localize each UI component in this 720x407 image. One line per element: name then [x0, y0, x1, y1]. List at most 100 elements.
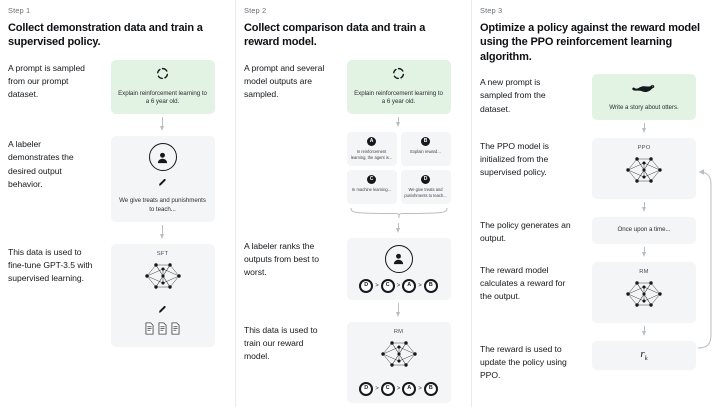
step-1-row-prompt: A prompt is sampled from our prompt data… — [8, 59, 225, 115]
output-text-c: In machine learning... — [351, 186, 392, 192]
neural-network-icon — [143, 259, 183, 298]
otter-icon — [632, 81, 656, 99]
spacer-caption — [8, 222, 94, 224]
flow-arrow-down-icon — [159, 117, 166, 133]
step-2-title: Collect comparison data and train a rewa… — [244, 21, 426, 49]
step-2-row-prompt: A prompt and several model outputs are s… — [244, 59, 461, 238]
step-2-art-rm: RM — [336, 321, 461, 403]
rank-badge-3: A — [402, 278, 417, 293]
rank-separator: > — [396, 282, 401, 289]
rank-separator: > — [375, 282, 379, 289]
model-output-a: A In reinforcement learning, the agent i… — [346, 132, 397, 166]
step-3-title: Optimize a policy against the reward mod… — [480, 21, 700, 63]
step-3-caption-output: The policy generates an output. — [480, 219, 571, 244]
reward-value-card: rk — [592, 340, 696, 371]
step-3-rows: A new prompt is sampled from the dataset… — [480, 74, 710, 383]
reward-formula: rk — [640, 348, 647, 363]
output-badge-b: B — [421, 137, 430, 147]
rank-separator: > — [375, 385, 379, 392]
step-1-caption-sft: This data is used to fine-tune GPT-3.5 w… — [8, 246, 93, 284]
step-3-row-ppo: The PPO model is initialized from the su… — [480, 137, 710, 217]
prompt-card-1: Explain reinforcement learning to a 6 ye… — [110, 59, 215, 115]
spacer-caption — [8, 114, 94, 116]
prompt-card-2: Explain reinforcement learning to a 6 ye… — [346, 59, 451, 115]
prompt-card-2-text: Explain reinforcement learning to a 6 ye… — [354, 89, 443, 106]
prompt-card-1-text: Explain reinforcement learning to a 6 ye… — [118, 89, 207, 106]
step-2-art-prompt: Explain reinforcement learning to a 6 ye… — [336, 59, 461, 238]
rank-badge-2: C — [380, 278, 395, 293]
step-3-row-output: The policy generates an output. Once upo… — [480, 216, 710, 262]
rm-label: RM — [393, 328, 404, 335]
step-1-arrow-row-2 — [8, 222, 225, 244]
document-icon — [170, 322, 181, 340]
rank-separator: > — [418, 385, 422, 392]
pencil-icon — [158, 174, 167, 192]
step-1-art-labeler: We give treats and punishments to teach.… — [100, 136, 225, 222]
prompt-card-3: Write a story about otters. — [592, 74, 696, 120]
document-icon — [157, 322, 168, 340]
ranking-sequence-rm: D > C > A > B — [359, 381, 438, 396]
flow-arrow-down-icon — [395, 117, 402, 129]
step-1-caption-labeler: A labeler demonstrates the desired outpu… — [8, 139, 74, 190]
labeler-card-1: We give treats and punishments to teach.… — [110, 136, 215, 222]
step-1-arrow-row-1 — [8, 114, 225, 136]
arrow-holder — [100, 222, 225, 244]
model-outputs-grid: A In reinforcement learning, the agent i… — [346, 132, 451, 204]
flow-arrow-down-icon — [395, 302, 402, 319]
step-2-row-rank: A labeler ranks the outputs from best to… — [244, 237, 461, 322]
model-output-b: B Explain reward... — [400, 132, 451, 166]
reward-model-card-3: RM — [592, 261, 696, 323]
output-badge-d: D — [421, 174, 430, 184]
flow-arrow-down-icon — [641, 122, 648, 135]
rank-separator: > — [396, 385, 401, 392]
flow-arrow-down-icon — [395, 222, 402, 235]
rank-badge-2: C — [380, 381, 395, 396]
merge-brace-icon — [347, 207, 451, 220]
rm-label-3: RM — [639, 268, 649, 275]
reward-model-card: RM — [346, 321, 451, 403]
step-3-row-prompt: A new prompt is sampled from the dataset… — [480, 74, 710, 138]
neural-network-icon — [624, 153, 664, 192]
step-3-caption-rm: The reward model calculates a reward for… — [480, 264, 566, 302]
documents-group — [144, 322, 181, 340]
model-output-d: D We give treats and punishments to teac… — [400, 169, 451, 204]
step-3-kicker: Step 3 — [480, 6, 503, 15]
step-1-column: Step 1 Collect demonstration data and tr… — [0, 0, 235, 407]
neural-network-icon — [624, 277, 664, 316]
output-badge-c: C — [367, 174, 376, 184]
step-3-art-rm: RM — [578, 261, 710, 341]
rank-badge-3: A — [402, 381, 417, 396]
output-text-b: Explain reward... — [410, 149, 441, 155]
generated-output-text: Once upon a time... — [617, 225, 671, 233]
rank-separator: > — [418, 282, 422, 289]
ppo-model-card: PPO — [592, 137, 696, 199]
step-1-row-labeler: A labeler demonstrates the desired outpu… — [8, 136, 225, 222]
prompt-card-3-text: Write a story about otters. — [609, 104, 679, 112]
step-3-art-ppo: PPO — [578, 137, 710, 217]
refresh-cycle-icon — [392, 67, 405, 85]
ranking-card: D > C > A > B — [346, 237, 451, 300]
step-1-art-prompt: Explain reinforcement learning to a 6 ye… — [100, 59, 225, 115]
rank-badge-4: B — [423, 278, 438, 293]
flow-arrow-down-icon — [641, 325, 648, 338]
step-3-art-prompt: Write a story about otters. — [578, 74, 710, 138]
refresh-cycle-icon — [156, 67, 169, 85]
step-1-art-sft: SFT — [100, 243, 225, 347]
pencil-icon — [158, 301, 167, 319]
flow-arrow-down-icon — [641, 201, 648, 214]
rank-badge-4: B — [423, 381, 438, 396]
step-2-kicker: Step 2 — [244, 6, 267, 15]
document-icon — [144, 322, 155, 340]
labeler-person-icon — [148, 143, 177, 172]
step-2-column: Step 2 Collect comparison data and train… — [235, 0, 471, 407]
ranking-sequence: D > C > A > B — [359, 278, 438, 293]
labeler-person-icon — [384, 244, 413, 273]
output-text-a: In reinforcement learning, the agent is.… — [350, 149, 393, 161]
labeler-card-1-text: We give treats and punishments to teach.… — [119, 197, 206, 213]
step-2-row-rm: This data is used to train our reward mo… — [244, 321, 461, 403]
flow-arrow-down-icon — [641, 246, 648, 259]
rank-badge-1: D — [359, 381, 374, 396]
flow-arrow-down-icon — [159, 224, 166, 241]
step-3-art-output: Once upon a time... — [578, 216, 710, 262]
